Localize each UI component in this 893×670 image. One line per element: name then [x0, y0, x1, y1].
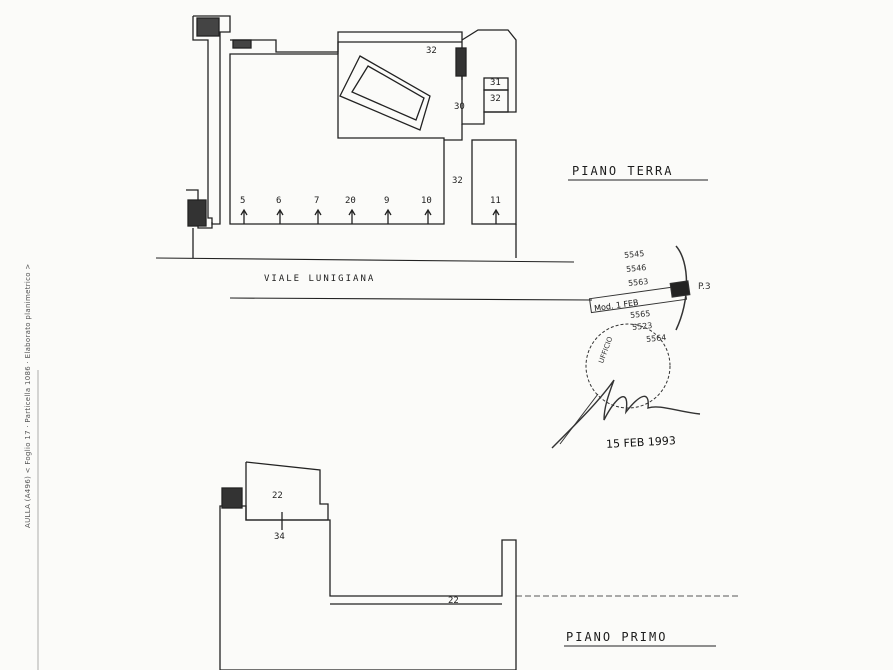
corridor-label-22: 22 [448, 596, 459, 606]
angled-room-inner [351, 65, 425, 121]
signature-stroke [559, 393, 599, 445]
east-block [461, 29, 517, 125]
first-floor-main-block [219, 505, 517, 670]
room-label-22: 22 [272, 491, 283, 501]
west-stub [186, 189, 213, 229]
unit-label-10: 10 [421, 196, 432, 206]
round-stamp [585, 323, 671, 409]
unit-label-6: 6 [276, 196, 282, 206]
street-line-lower [229, 297, 593, 301]
unit-label-5: 5 [240, 196, 246, 206]
unit-label-11: 11 [490, 196, 501, 206]
stamp-annotation [551, 245, 701, 449]
ground-floor-main-block [229, 53, 445, 225]
east-link [444, 124, 463, 141]
hatched-stair-east [455, 47, 467, 77]
area-label-31: 31 [490, 78, 501, 88]
angled-room [339, 55, 431, 131]
first-floor-title: PIANO PRIMO [566, 630, 668, 644]
unit-11-block [471, 139, 517, 225]
unit-label-20: 20 [345, 196, 356, 206]
unit-label-9: 9 [384, 196, 390, 206]
area-label-32-north: 32 [426, 46, 437, 56]
hatched-stair-north-small [232, 39, 252, 49]
hatched-stair-south [187, 199, 207, 227]
north-corridor [230, 39, 462, 53]
area-label-32-yard: 32 [452, 176, 463, 186]
area-label-32-east: 32 [490, 94, 501, 104]
hatched-stair-north [196, 17, 220, 37]
street-name: VIALE LUNIGIANA [264, 274, 376, 284]
signature [551, 379, 701, 449]
unit-label-7: 7 [314, 196, 320, 206]
room-label-34: 34 [274, 532, 285, 542]
first-floor-upper-room [245, 461, 329, 521]
box-32 [483, 89, 509, 113]
ground-floor-title: PIANO TERRA [572, 164, 674, 178]
mod-box-fill [669, 280, 691, 298]
unit-arrows [240, 208, 500, 224]
hatched-stair-first [221, 487, 243, 509]
area-label-30: 30 [454, 102, 465, 112]
p-mark: P.3 [698, 282, 711, 292]
street-line-upper [155, 257, 575, 263]
margin-note: AULLA (A496) < Foglio 17 · Particella 10… [24, 263, 32, 528]
north-block-outline [337, 31, 463, 80]
